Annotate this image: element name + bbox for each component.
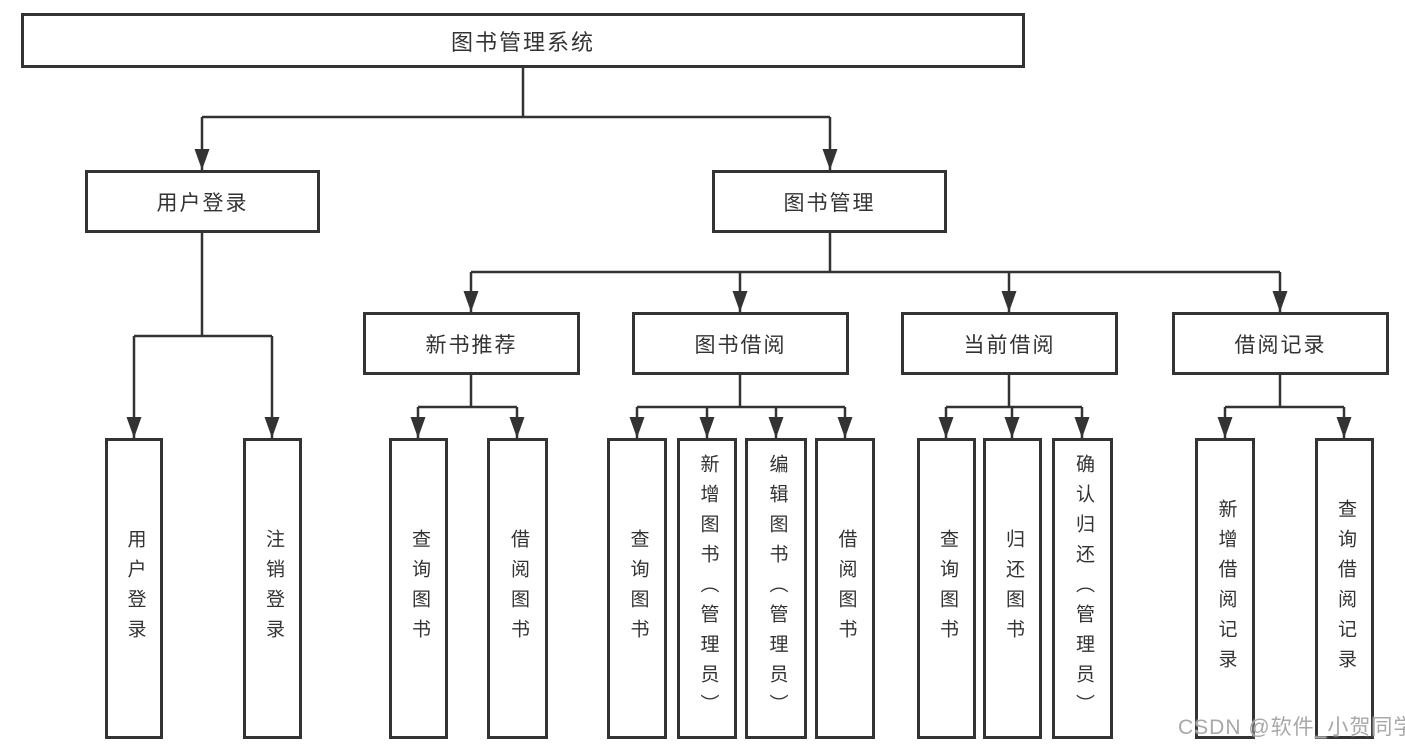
leaf-label: 用户登录 — [124, 528, 146, 649]
node-label: 借阅记录 — [1234, 333, 1327, 357]
leaf-label: 编辑图书（管理员） — [766, 453, 788, 724]
leaf-return-books: 归还图书 — [983, 438, 1042, 739]
node-new-book-recommend: 新书推荐 — [363, 312, 580, 375]
leaf-label: 借阅图书 — [835, 528, 857, 649]
leaf-borrow-books: 借阅图书 — [815, 438, 875, 739]
leaf-label: 新增借阅记录 — [1215, 498, 1237, 679]
leaf-edit-books-admin: 编辑图书（管理员） — [745, 438, 807, 739]
leaf-label: 查询借阅记录 — [1334, 498, 1356, 679]
leaf-add-books-admin: 新增图书（管理员） — [677, 438, 737, 739]
leaf-query-books: 查询图书 — [917, 438, 976, 739]
leaf-label: 借阅图书 — [507, 528, 529, 649]
node-book-management-module: 图书管理 — [712, 170, 947, 233]
node-label: 图书借阅 — [694, 333, 787, 357]
node-root-system: 图书管理系统 — [21, 13, 1025, 68]
leaf-user-login: 用户登录 — [105, 438, 163, 739]
node-root-label: 图书管理系统 — [450, 29, 595, 55]
leaf-label: 查询图书 — [936, 528, 958, 649]
leaf-confirm-return-admin: 确认归还（管理员） — [1052, 438, 1113, 739]
node-user-login-module: 用户登录 — [85, 170, 320, 233]
leaf-label: 确认归还（管理员） — [1072, 453, 1094, 724]
node-label: 新书推荐 — [425, 333, 518, 357]
node-label: 用户登录 — [156, 191, 249, 215]
leaf-query-books: 查询图书 — [607, 438, 667, 739]
leaf-label: 查询图书 — [627, 528, 649, 649]
connector-arrows — [126, 117, 1352, 438]
leaf-label: 归还图书 — [1002, 528, 1024, 649]
node-borrow-records: 借阅记录 — [1172, 312, 1389, 375]
leaf-logout: 注销登录 — [243, 438, 302, 739]
csdn-watermark: CSDN @软件_小贺同学 — [1178, 716, 1405, 739]
node-label: 图书管理 — [783, 191, 876, 215]
node-book-borrow: 图书借阅 — [632, 312, 849, 375]
connector-trunks — [134, 68, 1344, 409]
leaf-label: 查询图书 — [408, 528, 430, 649]
leaf-label: 新增图书（管理员） — [697, 453, 719, 724]
leaf-query-borrow-record: 查询借阅记录 — [1315, 438, 1374, 739]
leaf-label: 注销登录 — [262, 528, 284, 649]
node-label: 当前借阅 — [963, 333, 1056, 357]
leaf-add-borrow-record: 新增借阅记录 — [1195, 438, 1255, 739]
leaf-borrow-books: 借阅图书 — [487, 438, 548, 739]
node-current-borrow: 当前借阅 — [901, 312, 1118, 375]
leaf-query-books: 查询图书 — [389, 438, 448, 739]
